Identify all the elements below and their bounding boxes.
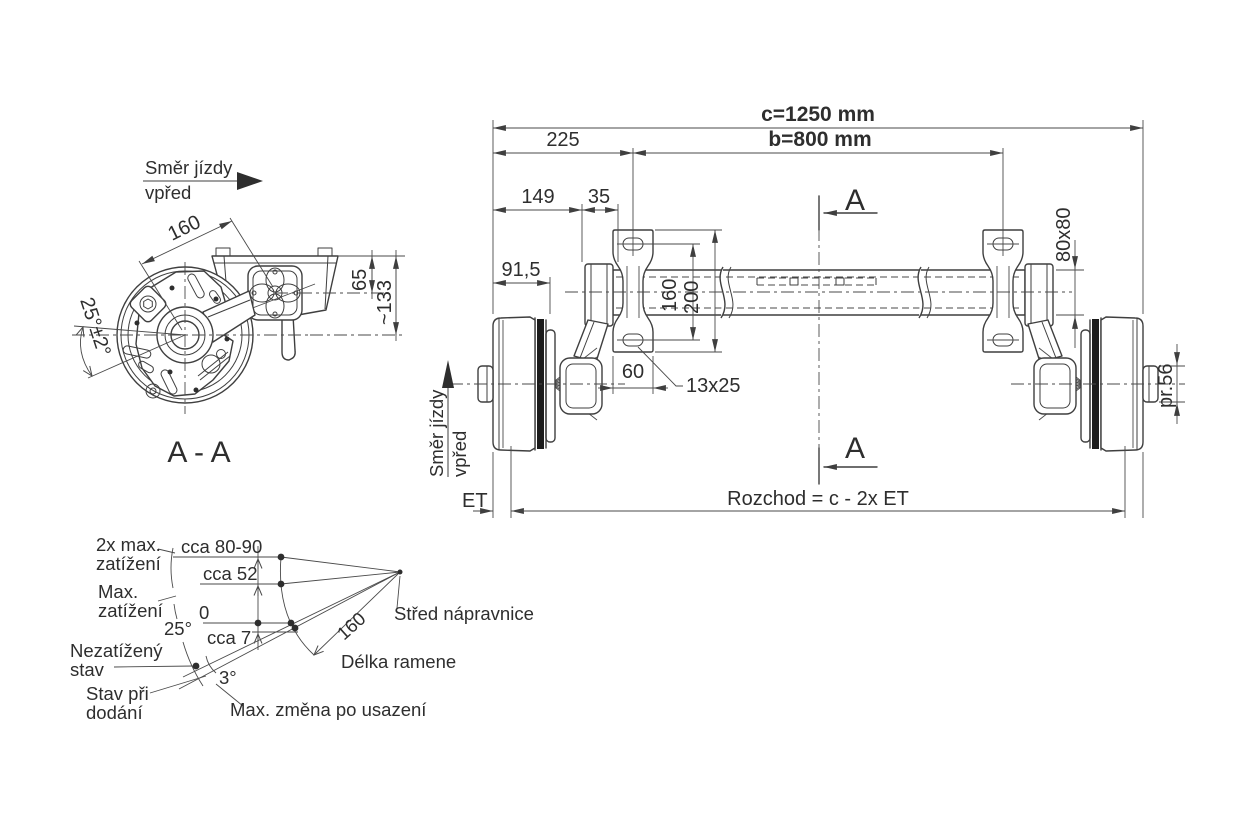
left-trailing-arm <box>550 319 609 421</box>
right-trailing-arm <box>1027 319 1086 421</box>
dim-mounting-distance: b=800 mm <box>768 128 871 151</box>
dim-heights: 65 ~133 <box>275 250 405 341</box>
label-max-load-line1: Max. <box>98 581 138 602</box>
label-unloaded-line1: Nezatížený <box>70 640 163 661</box>
left-pivot-housing <box>584 263 614 327</box>
section-title: A - A <box>167 436 230 469</box>
section-view-a-a: Směr jízdy vpřed <box>72 157 405 469</box>
angle-unloaded: 25° <box>164 618 192 639</box>
direction-line1: Směr jízdy <box>426 389 447 477</box>
value-arm-length: 160 <box>333 608 370 644</box>
svg-text:~133: ~133 <box>374 280 396 325</box>
svg-text:A: A <box>845 184 865 217</box>
label-pivot-center: Střed nápravnice <box>394 603 534 624</box>
label-max-load-line2: zatížení <box>98 600 164 621</box>
dim-pivot: 35 <box>588 186 610 208</box>
svg-text:65: 65 <box>349 269 371 291</box>
section-marker-bottom: A <box>818 432 878 485</box>
direction-line2: vpřed <box>449 431 470 477</box>
svg-text:160: 160 <box>165 211 205 245</box>
section-marker-top: A <box>818 184 878 231</box>
angle-settle: 3° <box>219 667 237 688</box>
dim-end-to-bracket: 225 <box>546 129 579 151</box>
dim-bracket-width: 60 <box>622 361 644 383</box>
dimension-layer: c=1250 mm 225 b=800 mm 149 35 91,5 160 2… <box>462 103 1185 518</box>
direction-of-travel-label-vertical: Směr jízdy vpřed <box>426 360 470 477</box>
direction-line2: vpřed <box>145 182 191 203</box>
dim-slot-distance: 160 <box>659 279 681 312</box>
label-2x-max-load-line2: zatížení <box>96 553 162 574</box>
label-delivery-line2: dodání <box>86 702 143 723</box>
label-unloaded-line2: stav <box>70 659 105 680</box>
zero-level: 0 <box>199 602 209 623</box>
right-pivot-housing <box>1024 263 1054 327</box>
value-max-travel: cca 52 <box>203 563 258 584</box>
direction-arrow-icon <box>237 172 263 190</box>
dim-hub-diameter: pr.56 <box>1155 364 1177 408</box>
direction-line1: Směr jízdy <box>145 157 233 178</box>
direction-arrow-icon <box>442 360 454 388</box>
dim-bracket-height: 200 <box>681 281 703 314</box>
right-mounting-bracket <box>982 229 1024 353</box>
direction-of-travel-label: Směr jízdy vpřed <box>143 157 263 203</box>
load-angle-diagram: 2x max. zatížení cca 80-90 cca 52 Max. z… <box>70 534 534 723</box>
label-settle-note: Max. změna po usazení <box>230 699 427 720</box>
dim-tube-profile: 80x80 <box>1053 208 1075 263</box>
dim-track-formula: Rozchod = c - 2x ET <box>727 488 909 510</box>
dim-face-to-arm: 91,5 <box>502 259 541 281</box>
dim-slot-size: 13x25 <box>686 375 741 397</box>
dim-offset: ET <box>462 490 488 512</box>
value-2x-max-travel: cca 80-90 <box>181 536 262 557</box>
dim-overall-length: c=1250 mm <box>761 103 875 126</box>
label-delivery-line1: Stav při <box>86 683 149 704</box>
dim-face-to-pivot: 149 <box>521 186 554 208</box>
label-arm-length: Délka ramene <box>341 651 456 672</box>
svg-text:A: A <box>845 432 865 465</box>
label-2x-max-load-line1: 2x max. <box>96 534 161 555</box>
main-front-view: c=1250 mm 225 b=800 mm 149 35 91,5 160 2… <box>426 103 1185 518</box>
value-settled: cca 7 <box>207 627 251 648</box>
left-mounting-bracket <box>612 229 654 353</box>
